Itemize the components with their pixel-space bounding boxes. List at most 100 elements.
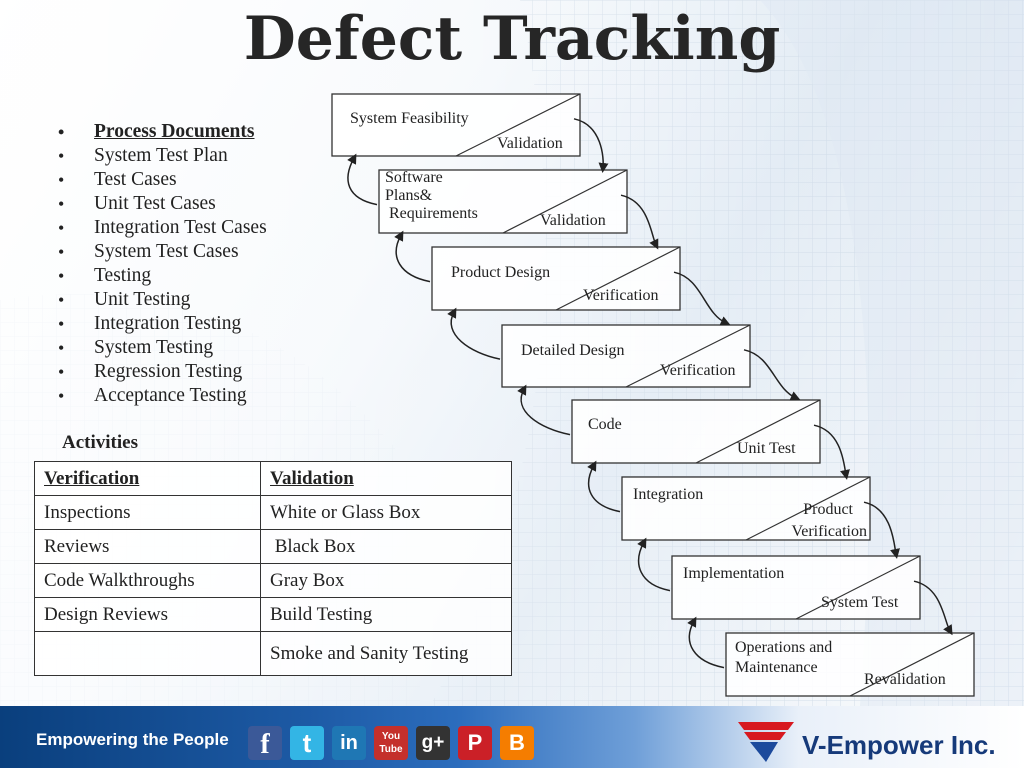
list-item: System Test Cases: [58, 240, 328, 264]
table-header-row: Verification Validation: [34, 461, 512, 496]
twitter-glyph: t: [302, 728, 312, 758]
phase-box: [571, 399, 821, 464]
feedback-arrow: [687, 616, 725, 669]
table-cell: Design Reviews: [34, 597, 261, 632]
linkedin-icon[interactable]: in: [332, 726, 366, 760]
phase-box: [621, 476, 871, 541]
step-8-phase: Operations and Maintenance: [735, 638, 832, 678]
table-cell: Code Walkthroughs: [34, 563, 261, 598]
feedback-arrow: [587, 460, 621, 513]
phase-box-diagonal: [849, 632, 975, 697]
step-4-phase: Detailed Design: [521, 342, 625, 359]
list-item: Unit Test Cases: [58, 192, 328, 216]
phase-box: [378, 169, 628, 234]
step-2-phase-line: Software: [385, 169, 443, 186]
list-item: Unit Testing: [58, 288, 328, 312]
list-item: Integration Testing: [58, 312, 328, 336]
list-item: Integration Test Cases: [58, 216, 328, 240]
phase-box-diagonal: [625, 324, 751, 388]
v-empower-logo-icon: [738, 722, 794, 762]
phase-box-diagonal: [502, 169, 628, 234]
step-1-check: Validation: [497, 135, 563, 152]
table-cell: White or Glass Box: [260, 495, 512, 530]
google-plus-icon[interactable]: g+: [416, 726, 450, 760]
list-item: Acceptance Testing: [58, 384, 328, 408]
blogger-glyph: B: [509, 730, 525, 755]
pinterest-glyph: P: [467, 730, 483, 755]
twitter-icon[interactable]: t: [290, 726, 324, 760]
step-6-check: Product Verification: [779, 499, 867, 543]
table-cell: [34, 631, 261, 676]
pinterest-icon[interactable]: P: [458, 726, 492, 760]
step-4-check: Verification: [660, 362, 736, 379]
phase-box-diagonal: [555, 246, 681, 311]
feedback-arrow: [394, 230, 431, 283]
step-6-phase: Integration: [633, 486, 704, 503]
forward-arrow: [863, 501, 900, 559]
feedback-arrow: [347, 153, 378, 206]
step-8-phase-line: Operations and: [735, 639, 833, 656]
footer-tagline: Empowering the People: [36, 730, 229, 749]
table-row: Reviews Black Box: [34, 529, 512, 564]
list-item: Testing: [58, 264, 328, 288]
phase-box: [725, 632, 975, 697]
step-2-check: Validation: [540, 212, 606, 229]
forward-arrow: [913, 580, 953, 636]
activities-heading: Activities: [62, 432, 138, 453]
phase-box-diagonal: [795, 555, 921, 620]
list-item: Test Cases: [58, 168, 328, 192]
forward-arrow: [620, 194, 659, 250]
feedback-arrow: [637, 537, 671, 592]
table-row: Design Reviews Build Testing: [34, 597, 512, 632]
table-cell: Smoke and Sanity Testing: [260, 631, 512, 676]
step-3-check: Verification: [583, 287, 659, 304]
step-2-phase-line: Plans&: [385, 187, 433, 204]
step-5-check: Unit Test: [737, 440, 796, 457]
step-6-check-line: Product: [803, 501, 853, 518]
list-item: System Testing: [58, 336, 328, 360]
phase-box: [501, 324, 751, 388]
waterfall-diagram: [331, 93, 975, 697]
table-cell: Black Box: [260, 529, 512, 564]
list-item: Process Documents: [58, 120, 328, 144]
step-8-check: Revalidation: [864, 671, 946, 688]
list-item: System Test Plan: [58, 144, 328, 168]
forward-arrow: [673, 271, 731, 326]
step-2-phase: Software Plans& Requirements: [385, 169, 478, 223]
feedback-arrow: [447, 307, 501, 360]
blogger-icon[interactable]: B: [500, 726, 534, 760]
linkedin-glyph: in: [340, 732, 358, 754]
phase-box-diagonal: [695, 399, 821, 464]
facebook-icon[interactable]: f: [248, 726, 282, 760]
step-8-phase-line: Maintenance: [735, 659, 818, 676]
facebook-glyph: f: [260, 729, 270, 760]
step-7-check: System Test: [821, 594, 899, 611]
step-1-phase: System Feasibility: [350, 110, 469, 127]
phase-box-diagonal: [745, 476, 871, 541]
step-3-phase: Product Design: [451, 264, 551, 281]
step-6-check-line: Verification: [791, 523, 867, 540]
forward-arrow: [743, 349, 801, 401]
step-5-phase: Code: [588, 416, 622, 433]
forward-arrow: [813, 424, 850, 480]
step-7-phase: Implementation: [683, 565, 785, 582]
phase-box-diagonal: [455, 93, 581, 157]
list-item: Regression Testing: [58, 360, 328, 384]
footer-bar: Empowering the People f t in You Tube g+…: [0, 706, 1024, 768]
forward-arrow: [573, 118, 609, 173]
youtube-icon[interactable]: You Tube: [374, 726, 408, 760]
column-header-verification: Verification: [34, 461, 261, 496]
step-2-phase-line: Requirements: [385, 205, 478, 222]
process-documents-list: Process Documents System Test Plan Test …: [58, 120, 328, 408]
page-title: Defect Tracking: [243, 4, 781, 74]
google-plus-glyph: g+: [421, 732, 445, 753]
brand-name: V-Empower Inc.: [802, 730, 996, 760]
feedback-arrow: [517, 384, 571, 436]
table-row: Smoke and Sanity Testing: [34, 631, 512, 676]
youtube-glyph: You Tube: [379, 731, 403, 755]
table-row: Inspections White or Glass Box: [34, 495, 512, 530]
phase-box: [431, 246, 681, 311]
activities-table: Verification Validation Inspections Whit…: [34, 461, 512, 676]
table-cell: Inspections: [34, 495, 261, 530]
table-cell: Reviews: [34, 529, 261, 564]
